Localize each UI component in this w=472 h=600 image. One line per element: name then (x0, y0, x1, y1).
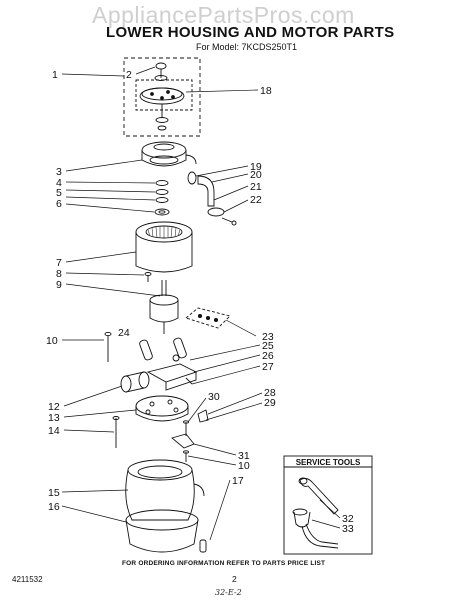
part-3-upper-end-frame (141, 141, 197, 167)
service-tools-title: SERVICE TOOLS (295, 458, 361, 467)
callout-30: 30 (208, 391, 220, 403)
part-28-29-clip (197, 409, 209, 423)
group-box-1 (123, 57, 201, 137)
callout-22: 22 (250, 194, 262, 206)
part-12-capacitor (120, 371, 150, 393)
callout-27: 27 (262, 361, 274, 373)
callout-16: 16 (48, 501, 60, 513)
callout-29: 29 (264, 397, 276, 409)
part-13-end-frame (135, 395, 189, 422)
service-tools-box (283, 455, 373, 555)
callout-28: 28 (264, 387, 276, 399)
callout-5: 5 (56, 187, 62, 199)
callout-7: 7 (56, 257, 62, 269)
part-9-rotor (149, 280, 179, 334)
part-31-bracket (171, 433, 195, 449)
callout-3: 3 (56, 166, 62, 178)
part-33-tool (292, 508, 339, 549)
callout-10-right: 10 (238, 460, 250, 472)
part-10-bolt-left (104, 331, 112, 362)
callout-17: 17 (232, 475, 244, 487)
watermark: AppliancePartsPros.com (92, 2, 355, 28)
callout-13: 13 (48, 412, 60, 424)
part-25-switch (146, 354, 198, 391)
part-24-springs (139, 337, 187, 361)
callout-25: 25 (262, 340, 274, 352)
callout-8: 8 (56, 268, 62, 280)
callout-33: 33 (342, 523, 354, 535)
part-14-bolts (112, 416, 120, 448)
part-23-plate (185, 307, 231, 329)
callout-15: 15 (48, 487, 60, 499)
callout-20: 20 (250, 169, 262, 181)
callout-1: 1 (52, 69, 58, 81)
callout-26: 26 (262, 350, 274, 362)
page-number: 2 (232, 574, 237, 584)
model-label: For Model: 7KCDS250T1 (196, 42, 298, 52)
part-16-sound-shield (125, 509, 199, 553)
part-8-screw (144, 272, 152, 282)
part-18-flywheel (139, 87, 185, 131)
callout-23: 23 (262, 331, 274, 343)
callout-32: 32 (342, 513, 354, 525)
parts-4-5-6-washers (154, 180, 170, 216)
part-17-plug (199, 539, 207, 553)
part-10-bolt-right (183, 450, 189, 462)
callout-6: 6 (56, 198, 62, 210)
callout-18: 18 (260, 85, 272, 97)
callout-9: 9 (56, 279, 62, 291)
part-2-nut (154, 62, 168, 81)
parts-19-22-inlet-elbow (187, 171, 237, 226)
callout-21: 21 (250, 181, 262, 193)
callout-19: 19 (250, 161, 262, 173)
callout-4: 4 (56, 177, 62, 189)
document-number: 4211532 (12, 575, 43, 584)
page-title: LOWER HOUSING AND MOTOR PARTS (106, 24, 395, 41)
part-15-lower-housing (125, 459, 205, 521)
part-32-wrench (298, 477, 339, 515)
callout-14: 14 (48, 425, 60, 437)
callout-31: 31 (238, 450, 250, 462)
ordering-note: FOR ORDERING INFORMATION REFER TO PARTS … (122, 560, 326, 567)
callout-10-left: 10 (46, 335, 58, 347)
callout-2: 2 (126, 69, 132, 81)
callout-12: 12 (48, 401, 60, 413)
handwritten-code: 32-E-2 (215, 588, 242, 597)
callout-24: 24 (118, 327, 130, 339)
